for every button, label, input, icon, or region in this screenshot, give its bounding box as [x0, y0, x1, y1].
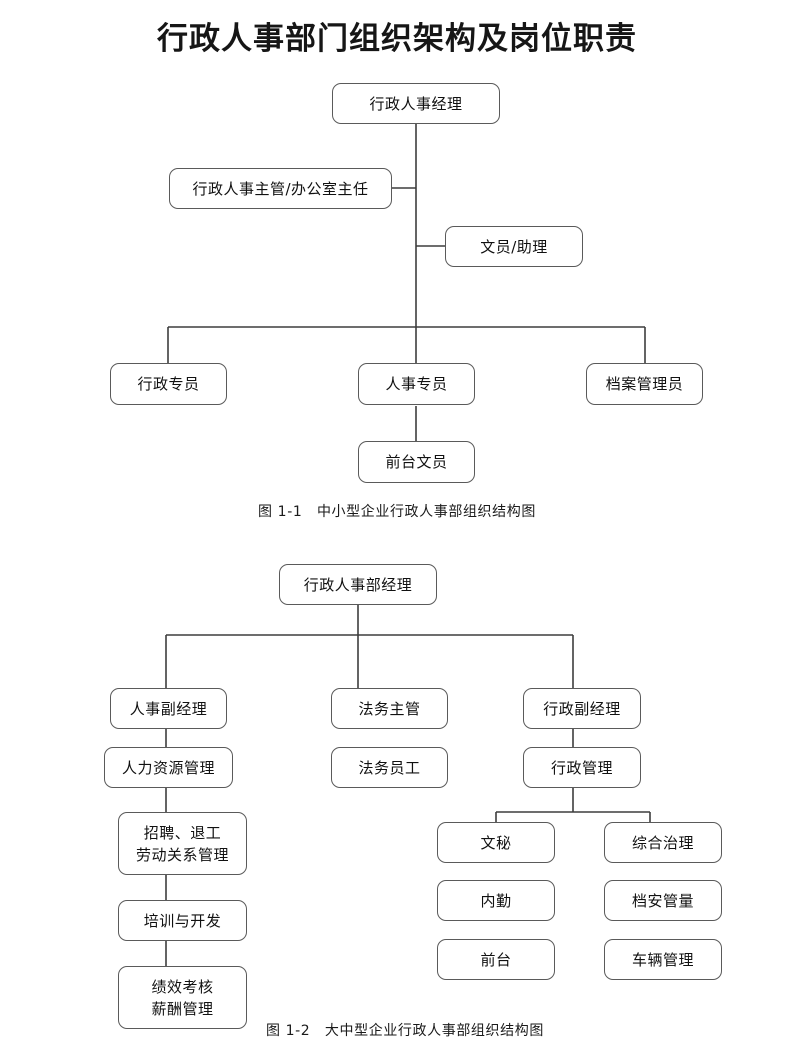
node-clerk-assistant[interactable]: 文员/助理 — [445, 226, 583, 267]
figure-caption-1: 图 1-1 中小型企业行政人事部组织结构图 — [258, 504, 536, 520]
node-administration-management[interactable]: 行政管理 — [523, 747, 641, 788]
node-label: 行政人事主管/办公室主任 — [192, 179, 369, 198]
node-label: 行政专员 — [137, 375, 200, 393]
node-secretarial[interactable]: 文秘 — [437, 822, 555, 863]
node-label: 文秘 — [480, 833, 512, 852]
node-label: 绩效考核 薪酬管理 — [151, 977, 214, 1018]
node-label: 人力资源管理 — [121, 758, 215, 777]
node-label: 人事专员 — [385, 375, 448, 393]
node-label: 行政人事经理 — [369, 94, 463, 113]
node-label: 档安管量 — [631, 891, 694, 910]
node-label: 行政管理 — [550, 758, 613, 777]
node-label: 内勤 — [480, 891, 512, 910]
node-performance-compensation[interactable]: 绩效考核 薪酬管理 — [118, 966, 247, 1029]
node-label: 综合治理 — [631, 833, 694, 852]
node-label: 前台 — [480, 950, 512, 969]
node-hr-deputy-manager[interactable]: 人事副经理 — [110, 688, 227, 729]
node-human-resource-management[interactable]: 人力资源管理 — [104, 747, 233, 788]
node-label: 法务主管 — [358, 699, 421, 718]
node-label: 行政副经理 — [543, 699, 621, 718]
node-comprehensive-governance[interactable]: 综合治理 — [604, 822, 722, 863]
node-archive-security-management[interactable]: 档安管量 — [604, 880, 722, 921]
node-vehicle-management[interactable]: 车辆管理 — [604, 939, 722, 980]
node-front-desk-clerk[interactable]: 前台文员 — [358, 441, 475, 483]
node-label: 招聘、退工 劳动关系管理 — [135, 823, 229, 864]
node-label: 人事副经理 — [129, 699, 208, 718]
node-front-desk[interactable]: 前台 — [437, 939, 555, 980]
node-internal-affairs[interactable]: 内勤 — [437, 880, 555, 921]
node-admin-hr-manager[interactable]: 行政人事经理 — [332, 83, 500, 124]
node-label: 法务员工 — [358, 758, 421, 777]
node-label: 行政人事部经理 — [303, 575, 413, 594]
node-training-development[interactable]: 培训与开发 — [118, 900, 247, 941]
node-label: 车辆管理 — [631, 950, 694, 969]
node-admin-hr-dept-manager[interactable]: 行政人事部经理 — [279, 564, 437, 605]
node-legal-staff[interactable]: 法务员工 — [331, 747, 448, 788]
node-archive-administrator[interactable]: 档案管理员 — [586, 363, 703, 405]
node-label: 档案管理员 — [605, 375, 684, 393]
node-admin-hr-supervisor[interactable]: 行政人事主管/办公室主任 — [169, 168, 392, 209]
node-recruitment-labor-relations[interactable]: 招聘、退工 劳动关系管理 — [118, 812, 247, 875]
node-label: 前台文员 — [385, 453, 448, 471]
page-title: 行政人事部门组织架构及岗位职责 — [157, 21, 637, 57]
node-legal-supervisor[interactable]: 法务主管 — [331, 688, 448, 729]
node-label: 培训与开发 — [143, 911, 222, 930]
node-admin-specialist[interactable]: 行政专员 — [110, 363, 227, 405]
node-hr-specialist[interactable]: 人事专员 — [358, 363, 475, 405]
node-admin-deputy-manager[interactable]: 行政副经理 — [523, 688, 641, 729]
figure-caption-2: 图 1-2 大中型企业行政人事部组织结构图 — [266, 1023, 544, 1039]
node-label: 文员/助理 — [480, 237, 548, 256]
